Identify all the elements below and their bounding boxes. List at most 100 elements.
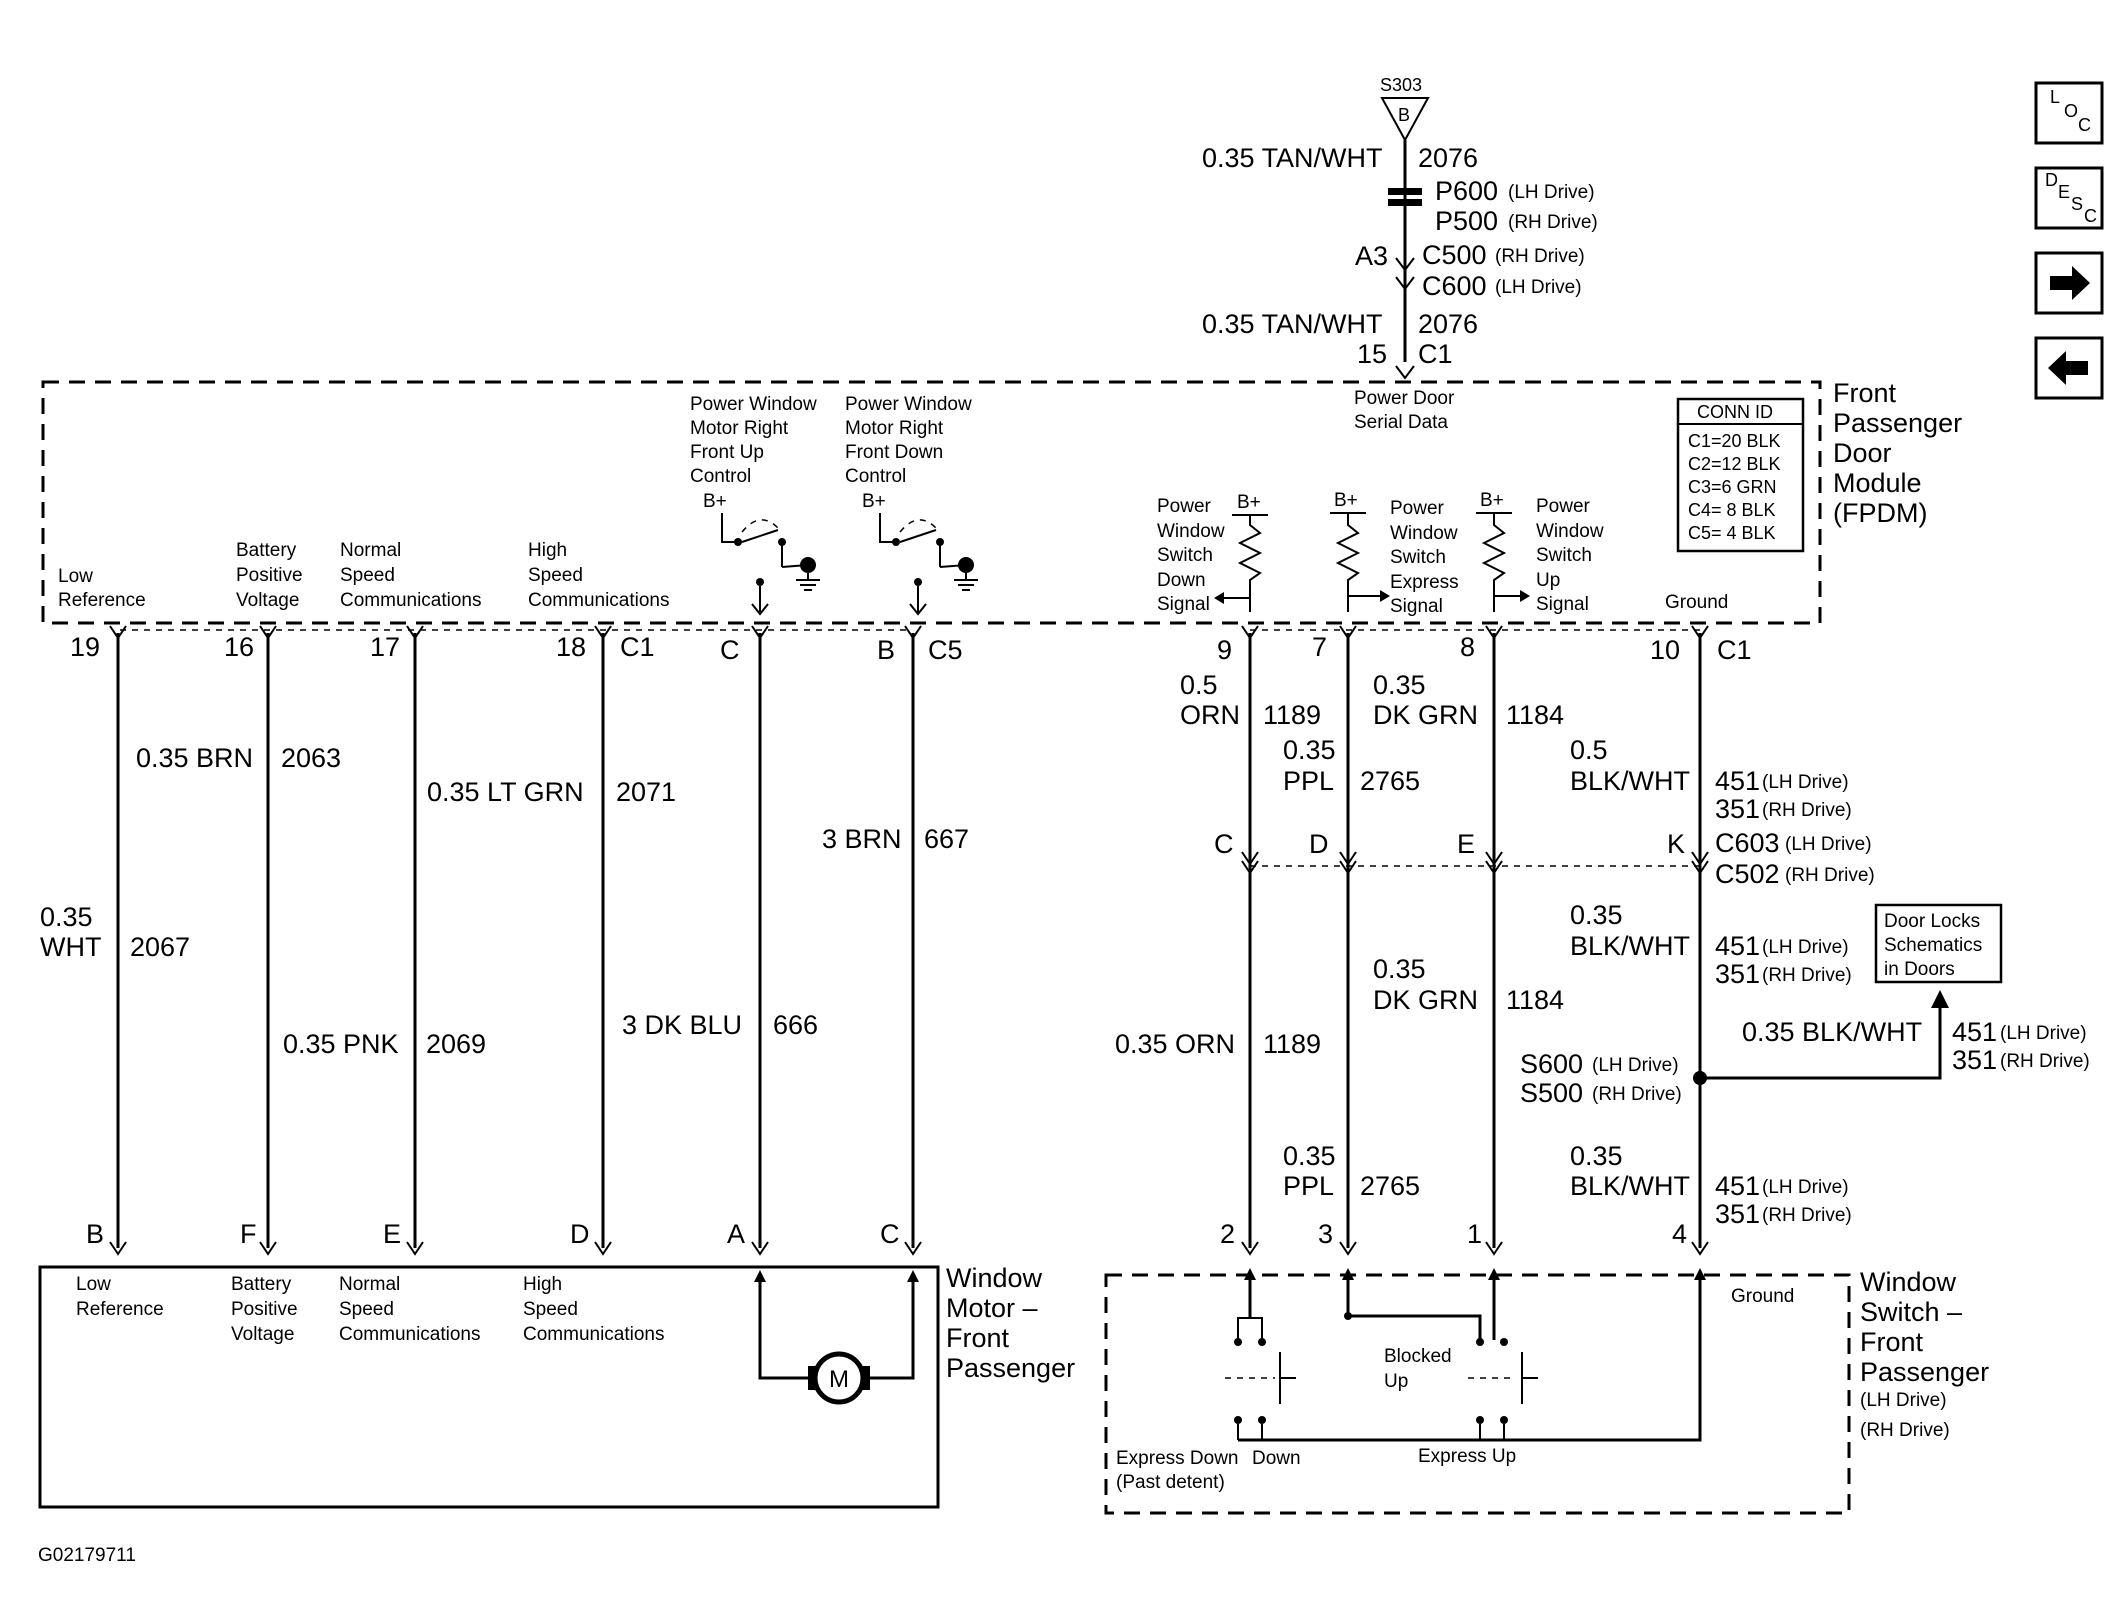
wire-451-middle: 0.35 BLK/WHT 451 (LH Drive) 351 (RH Driv…	[1570, 900, 1852, 989]
svg-text:667: 667	[924, 824, 969, 854]
svg-text:Express Down: Express Down	[1116, 1448, 1239, 1469]
splice-s303: S303 B	[1380, 75, 1430, 143]
next-button[interactable]	[2034, 251, 2104, 315]
svg-text:(RH Drive): (RH Drive)	[1762, 965, 1852, 986]
splice-id: S303	[1380, 75, 1422, 95]
svg-text:0.35 LT GRN: 0.35 LT GRN	[427, 777, 584, 807]
svg-text:O: O	[2064, 101, 2078, 121]
switch-label-express-up: Express Up	[1418, 1446, 1516, 1467]
svg-text:3: 3	[1318, 1219, 1333, 1249]
svg-text:3 DK BLU: 3 DK BLU	[622, 1010, 742, 1040]
motor-label-normal-speed: Normal Speed Communications	[339, 1274, 481, 1345]
p500-label: P500	[1435, 206, 1498, 236]
svg-text:Door Locks: Door Locks	[1884, 911, 1980, 932]
switch-label-down: Down	[1252, 1448, 1301, 1469]
svg-text:Normal: Normal	[339, 1274, 400, 1295]
svg-text:18: 18	[556, 632, 586, 662]
fpdm-pins: 19 16 17 18 C1 C B C5 9 7 8 10 C1	[70, 632, 1752, 665]
svg-text:(LH Drive): (LH Drive)	[2000, 1023, 2087, 1044]
svg-text:ORN: ORN	[1180, 700, 1240, 730]
svg-text:10: 10	[1650, 635, 1680, 665]
motor-label-low-reference: Low Reference	[76, 1274, 164, 1320]
resistor-up: B+	[1476, 490, 1530, 612]
svg-text:Switch: Switch	[1157, 545, 1213, 566]
svg-text:451: 451	[1715, 1171, 1760, 1201]
svg-text:2071: 2071	[616, 777, 676, 807]
svg-text:Passenger: Passenger	[946, 1353, 1075, 1383]
svg-text:S: S	[2071, 194, 2083, 214]
fpdm-box	[41, 380, 1822, 625]
svg-text:19: 19	[70, 632, 100, 662]
svg-text:CONN ID: CONN ID	[1697, 402, 1773, 422]
svg-text:B+: B+	[1480, 490, 1504, 511]
svg-text:Motor Right: Motor Right	[845, 418, 944, 439]
switch-label-express-down: Express Down (Past detent)	[1116, 1448, 1239, 1493]
svg-text:0.35 PNK: 0.35 PNK	[283, 1029, 399, 1059]
fpdm-label-down-control: Power Window Motor Right Front Down Cont…	[845, 394, 972, 487]
top-wire-color: 0.35 TAN/WHT	[1202, 143, 1383, 173]
splice-s600: S600 (LH Drive) S500 (RH Drive)	[1520, 990, 1949, 1108]
svg-text:Power Door: Power Door	[1354, 388, 1455, 409]
relay-up-control: B+	[703, 491, 820, 616]
svg-text:E: E	[1457, 829, 1475, 859]
svg-text:Speed: Speed	[339, 1299, 394, 1320]
svg-text:Communications: Communications	[340, 590, 482, 611]
loc-button[interactable]: L O C	[2034, 81, 2104, 145]
svg-text:0.35: 0.35	[1283, 1141, 1336, 1171]
window-motor-box	[38, 1265, 940, 1509]
svg-text:Signal: Signal	[1390, 596, 1443, 617]
svg-text:0.35: 0.35	[1570, 900, 1623, 930]
svg-text:C: C	[720, 635, 740, 665]
serial-data-label: Power Door Serial Data	[1354, 388, 1455, 433]
svg-text:B+: B+	[1237, 492, 1261, 513]
svg-text:D: D	[1309, 829, 1329, 859]
svg-text:C502: C502	[1715, 859, 1780, 889]
svg-text:(Past detent): (Past detent)	[1116, 1472, 1225, 1493]
svg-text:C3=6 GRN: C3=6 GRN	[1688, 477, 1777, 497]
svg-text:8: 8	[1460, 632, 1475, 662]
top-wire2-circuit: 2076	[1418, 309, 1478, 339]
wire-451-lower: 0.35 BLK/WHT 451 (LH Drive) 351 (RH Driv…	[1570, 1141, 1852, 1229]
fpdm-label-normal-speed: Normal Speed Communications	[340, 540, 482, 611]
fpdm-title: Front Passenger Door Module (FPDM)	[1833, 378, 1962, 528]
wire-runs	[116, 633, 1702, 1248]
svg-text:Reference: Reference	[76, 1299, 164, 1320]
svg-text:(RH Drive): (RH Drive)	[1592, 1084, 1682, 1105]
svg-text:(RH Drive): (RH Drive)	[1785, 865, 1875, 886]
svg-text:Down: Down	[1157, 570, 1206, 591]
svg-text:C4= 8 BLK: C4= 8 BLK	[1688, 500, 1776, 520]
svg-text:666: 666	[773, 1010, 818, 1040]
svg-text:S500: S500	[1520, 1078, 1583, 1108]
svg-text:(RH Drive): (RH Drive)	[1762, 1205, 1852, 1226]
svg-text:C603: C603	[1715, 828, 1780, 858]
svg-text:Communications: Communications	[528, 590, 670, 611]
svg-text:Control: Control	[690, 466, 751, 487]
fpdm-label-low-reference: Low Reference	[58, 566, 146, 611]
svg-text:B: B	[877, 635, 895, 665]
svg-text:(LH Drive): (LH Drive)	[1860, 1390, 1947, 1411]
svg-text:B: B	[86, 1219, 104, 1249]
arrow-right-icon	[2050, 266, 2090, 300]
svg-text:M: M	[829, 1366, 849, 1393]
resistor-express: B+	[1330, 490, 1390, 612]
svg-text:451: 451	[1952, 1017, 1997, 1047]
svg-text:Front: Front	[946, 1323, 1010, 1353]
desc-button[interactable]: D E S C	[2034, 166, 2104, 230]
svg-text:4: 4	[1672, 1219, 1687, 1249]
svg-text:7: 7	[1312, 632, 1327, 662]
p600-label: P600	[1435, 176, 1498, 206]
svg-text:0.5: 0.5	[1570, 735, 1608, 765]
switch-title: Window Switch – Front Passenger (LH Driv…	[1860, 1267, 1989, 1441]
bottom-pins: B F E D A C 2 3 1 4	[86, 1219, 1709, 1256]
svg-text:0.35 ORN: 0.35 ORN	[1115, 1029, 1235, 1059]
door-locks-reference[interactable]: Door Locks Schematics in Doors	[1874, 903, 2003, 984]
svg-text:Positive: Positive	[236, 565, 303, 586]
back-button[interactable]	[2034, 336, 2104, 400]
switch-ground-label: Ground	[1731, 1286, 1794, 1307]
svg-text:Window: Window	[1860, 1267, 1957, 1297]
svg-text:BLK/WHT: BLK/WHT	[1570, 1171, 1690, 1201]
svg-text:1184: 1184	[1506, 700, 1564, 730]
svg-text:351: 351	[1715, 959, 1760, 989]
svg-text:Switch: Switch	[1536, 545, 1592, 566]
svg-text:S600: S600	[1520, 1049, 1583, 1079]
